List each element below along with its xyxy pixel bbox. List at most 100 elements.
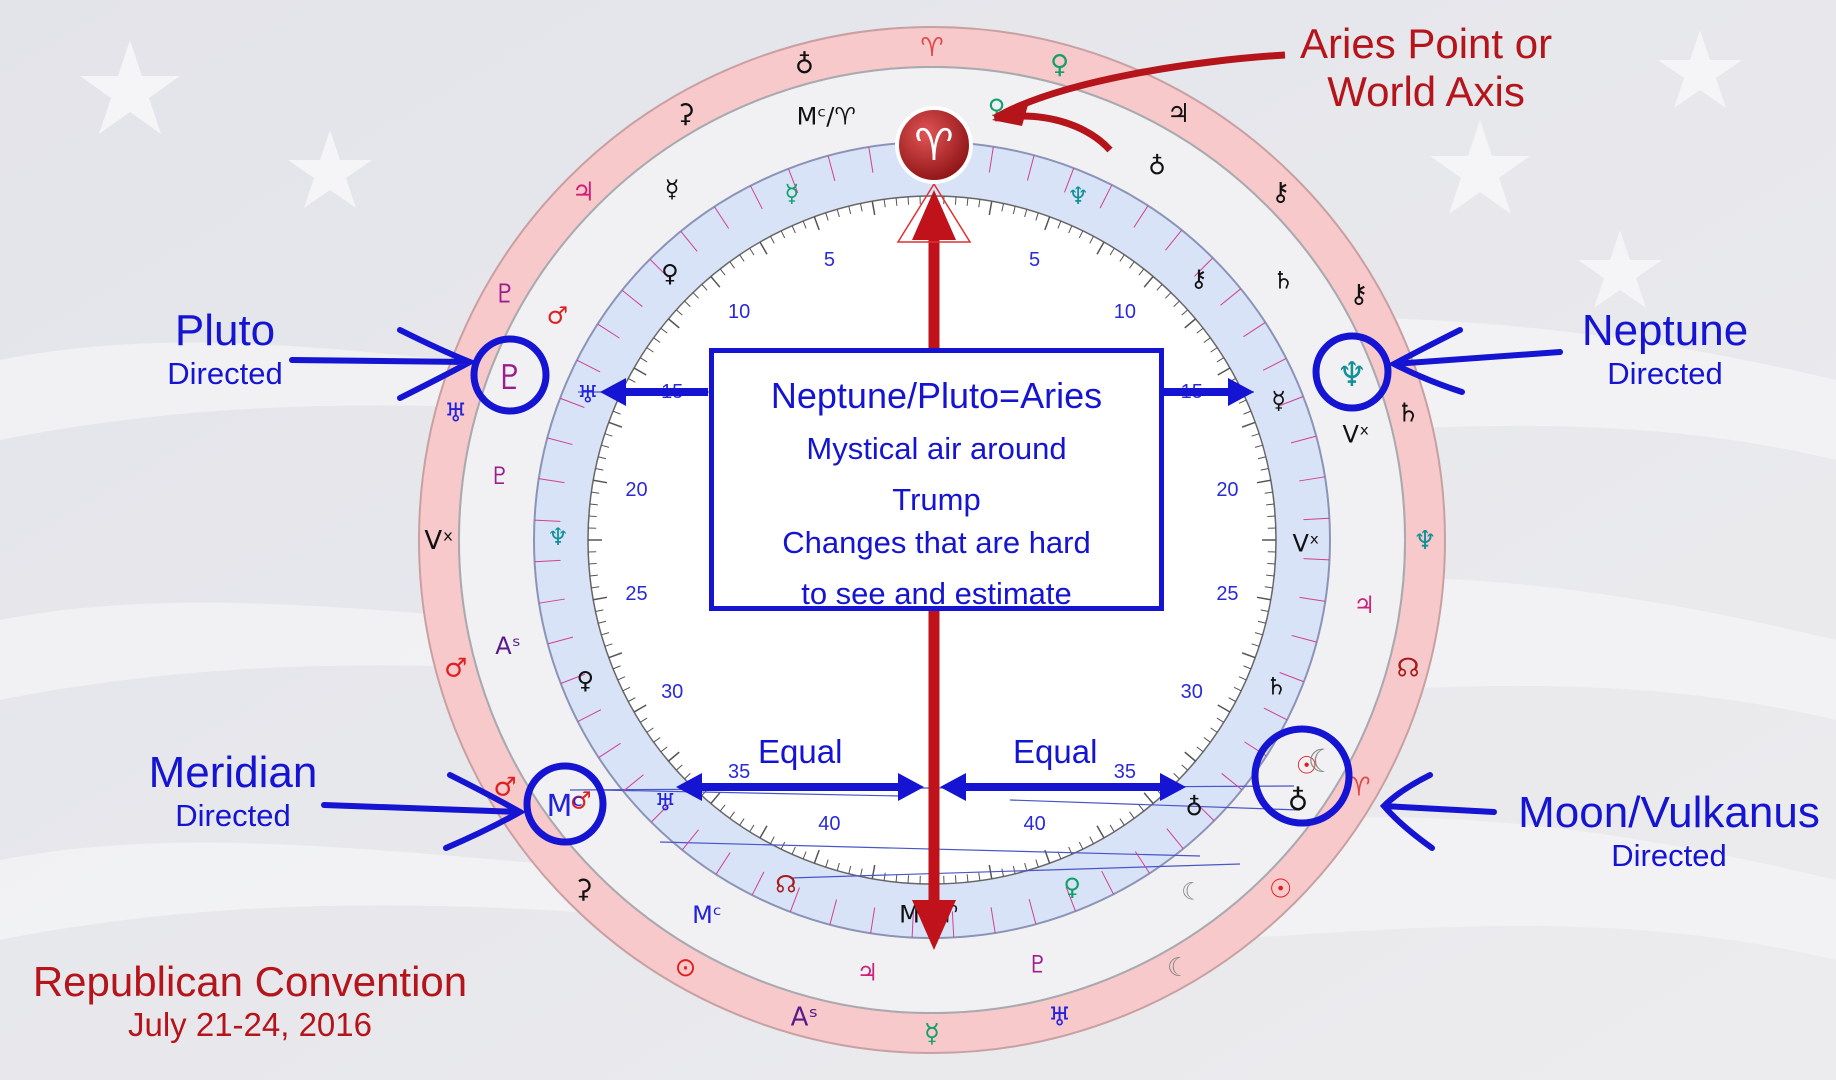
dial-tick [813, 849, 820, 864]
dial-tick [1264, 586, 1273, 589]
dial-tick [836, 209, 840, 218]
dial-tick [1210, 347, 1218, 353]
aspect-line [789, 863, 1241, 879]
dial-tick [1238, 676, 1247, 681]
dial-tick [660, 746, 668, 753]
aries-point-line2: World Axis [1327, 68, 1525, 115]
glyph-tick [870, 907, 876, 934]
glyph-tick [1291, 634, 1317, 643]
meridian-circled-glyph: Mᶜ [547, 789, 584, 824]
dial-tick [1089, 236, 1094, 244]
glyph-tick [788, 168, 799, 194]
event-date: July 21-24, 2016 [127, 1006, 372, 1043]
dial-tick [1196, 746, 1204, 753]
dial-tick [1138, 268, 1145, 276]
red-arrow-up [912, 190, 956, 240]
astro-glyph: ♇ [489, 462, 511, 490]
dial-tick [589, 574, 598, 577]
dial-tick [1001, 203, 1005, 212]
dial-tick [1181, 309, 1188, 316]
glyph-tick [1290, 435, 1317, 444]
dial-number: 5 [824, 249, 835, 271]
moon-circle [1251, 725, 1353, 827]
dial-tick [871, 864, 876, 879]
dial-tick [646, 347, 654, 353]
dial-tick [739, 254, 745, 262]
dial-tick [604, 643, 613, 647]
dial-tick [667, 318, 680, 329]
pluto-title: Pluto [174, 306, 276, 355]
outer-ring-glyphs: ♈♀♃⚷⚷♄♆☊♈☉☾♅☿Aˢ⊙⚳♂♂Vˣ♅♇♃⚳♁ [424, 33, 1436, 1049]
dial-tick [1143, 275, 1154, 288]
astro-glyph: ♂ [444, 654, 467, 684]
astro-glyph: ♅ [1048, 1002, 1071, 1032]
astro-glyph: ♆ [1067, 182, 1089, 210]
glyph-tick [1195, 802, 1215, 822]
glyph-tick [1243, 322, 1266, 338]
glyph-tick [577, 709, 602, 722]
dial-tick [667, 751, 680, 762]
dial-tick [1109, 248, 1115, 256]
astro-glyph: ☿ [665, 175, 680, 203]
neptune-title: Neptune [1581, 306, 1749, 355]
dial-tick [770, 236, 775, 244]
dial-tick [907, 875, 910, 884]
dial-tick [825, 212, 829, 221]
glyph-tick [547, 437, 573, 446]
dial-tick [1264, 491, 1273, 494]
dial-tick [1119, 818, 1125, 826]
moon-sub: Directed [1611, 838, 1727, 873]
dial-tick [1129, 261, 1135, 269]
neptune-label: Neptune Directed [1570, 306, 1760, 392]
astro-glyph: Vˣ [424, 526, 453, 556]
dial-tick [628, 697, 636, 702]
astro-glyph: ♃ [572, 177, 595, 207]
dial-tick [1024, 862, 1028, 871]
dial-tick [1254, 632, 1263, 636]
dial-tick [1035, 859, 1039, 868]
dial-tick [640, 717, 648, 723]
glyph-tick [621, 289, 643, 307]
pluto-sub: Directed [167, 356, 283, 391]
dial-tick [710, 275, 721, 288]
dial-tick [653, 737, 661, 743]
glyph-tick [789, 887, 800, 913]
dial-tick [1078, 841, 1084, 850]
dial-tick [593, 479, 608, 484]
dial-tick [1257, 620, 1266, 624]
dial-tick [628, 378, 636, 383]
astro-glyph: Mᶜ/♈ [797, 102, 856, 130]
dial-tick [593, 596, 608, 601]
astro-glyph: ♀ [1063, 873, 1081, 901]
glyph-tick [1303, 558, 1330, 561]
astro-glyph: ♀ [1050, 50, 1069, 80]
dial-tick [1254, 444, 1263, 448]
equal-label-right: Equal [1013, 733, 1098, 770]
neptune-pointer [1387, 327, 1563, 395]
glyph-tick [1299, 476, 1326, 482]
dial-tick [988, 201, 993, 216]
dial-tick [598, 456, 607, 460]
dial-tick [595, 467, 604, 471]
dial-tick [895, 874, 898, 883]
astro-glyph: ♅ [654, 789, 676, 817]
astro-glyph: ☉ [1296, 751, 1318, 779]
pluto-circled-glyph: ♇ [495, 358, 525, 398]
dial-tick [676, 309, 683, 316]
dial-tick [622, 686, 631, 692]
meridian-pointer [321, 772, 527, 851]
neptune-circle [1312, 332, 1392, 412]
astro-glyph: ☿ [785, 180, 800, 208]
aries-ball-glyph: ♈ [914, 120, 953, 171]
astro-glyph: ☿ [1271, 386, 1286, 414]
dial-tick [1057, 220, 1062, 229]
event-label: Republican Convention July 21-24, 2016 [0, 958, 500, 1044]
glyph-tick [534, 519, 561, 522]
middle-ring-glyphs: Mᶜ/♈♀♁♄Vˣ♃☉☾♇♃Mᶜ♂Aˢ♇♂☿ [489, 94, 1375, 986]
astro-glyph: ♂ [547, 301, 569, 329]
astro-glyph: ♁ [795, 50, 814, 80]
dial-tick [895, 197, 898, 206]
astro-glyph: ⚳ [574, 875, 593, 905]
dial-tick [883, 199, 886, 208]
astro-glyph: ♃ [1167, 99, 1190, 129]
